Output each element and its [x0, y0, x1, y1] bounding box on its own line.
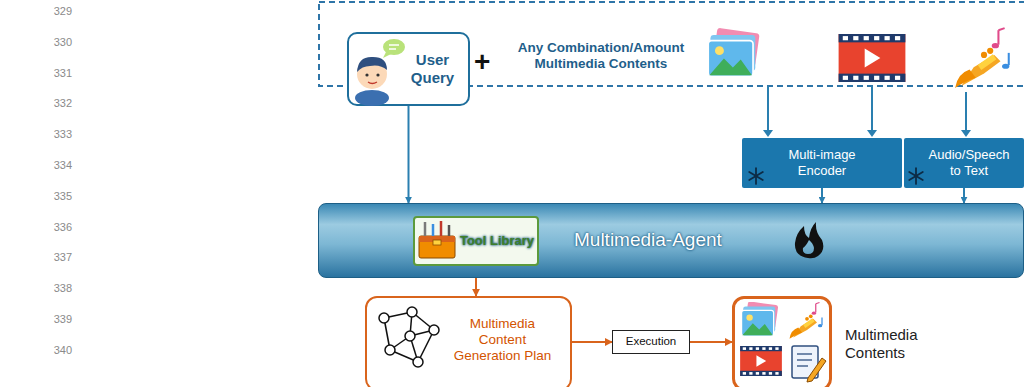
node-label: User Query	[403, 51, 462, 87]
video-icon	[839, 34, 906, 82]
line-number: 336	[32, 221, 72, 233]
plus-sign: +	[474, 46, 490, 78]
trainable-icon	[795, 222, 823, 258]
image-icon	[708, 28, 759, 77]
node-label: Multimedia-Agent	[574, 229, 722, 252]
flow-arrow	[572, 341, 612, 343]
flow-arrow	[690, 341, 732, 343]
graph-icon	[379, 307, 439, 367]
frozen-icon	[909, 168, 923, 184]
frozen-icon	[749, 168, 763, 184]
line-number: 330	[32, 36, 72, 48]
line-number: 334	[32, 159, 72, 171]
audio-icon	[790, 303, 823, 339]
audio-icon	[955, 28, 1009, 88]
video-icon	[740, 346, 782, 376]
flow-arrow	[963, 188, 965, 203]
encoder-box: Multi-image Encoder	[742, 138, 902, 188]
node-label: Execution	[626, 335, 677, 349]
toolbox-icon	[419, 221, 455, 258]
node-label: Tool Library	[460, 233, 534, 249]
line-number: 332	[32, 97, 72, 109]
input-caption: Any Combination/Amount Multimedia Conten…	[506, 40, 696, 72]
node-label: Multimedia Contents	[845, 326, 945, 362]
node-label: Multi-image Encoder	[772, 147, 872, 178]
input-arrows	[763, 86, 971, 137]
node-label: Multimedia Content Generation Plan	[449, 316, 556, 365]
line-number: 338	[32, 282, 72, 294]
plan-box: Multimedia Content Generation Plan	[365, 296, 572, 387]
user-icon	[355, 39, 405, 106]
line-number: 333	[32, 128, 72, 140]
image-icon	[742, 301, 779, 336]
node-label: Audio/Speech to Text	[922, 147, 1016, 178]
document-icon	[792, 346, 826, 382]
line-number: 339	[32, 313, 72, 325]
flow-arrow	[821, 188, 823, 203]
line-number: 340	[32, 344, 72, 356]
line-number: 337	[32, 251, 72, 263]
line-number: 329	[32, 5, 72, 17]
execution-box: Execution	[612, 330, 690, 354]
flow-arrow	[408, 106, 410, 203]
line-number: 335	[32, 190, 72, 202]
line-number: 331	[32, 67, 72, 79]
